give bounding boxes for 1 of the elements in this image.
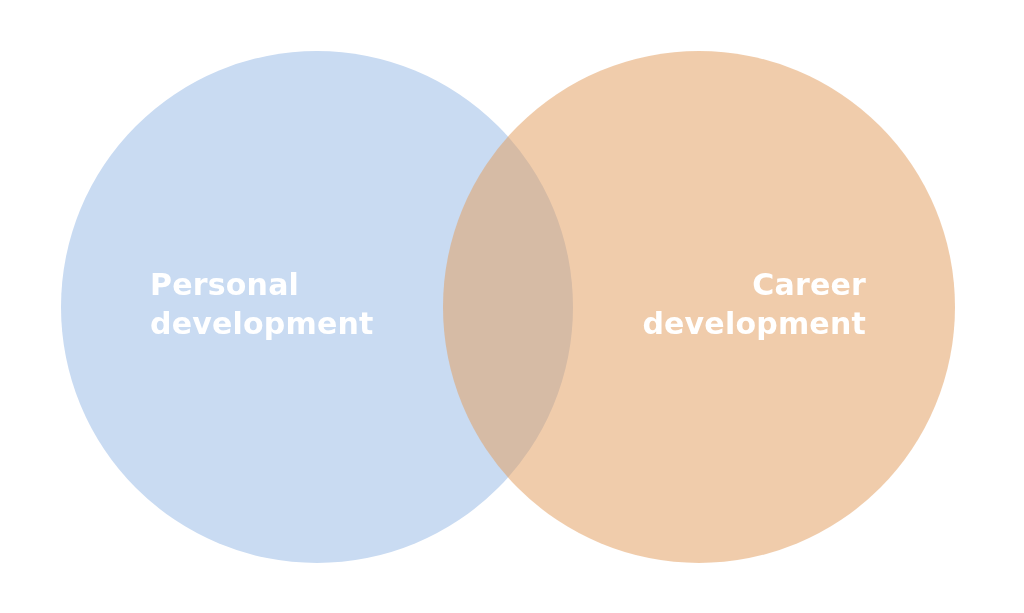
circle-label: Career development	[641, 266, 866, 343]
